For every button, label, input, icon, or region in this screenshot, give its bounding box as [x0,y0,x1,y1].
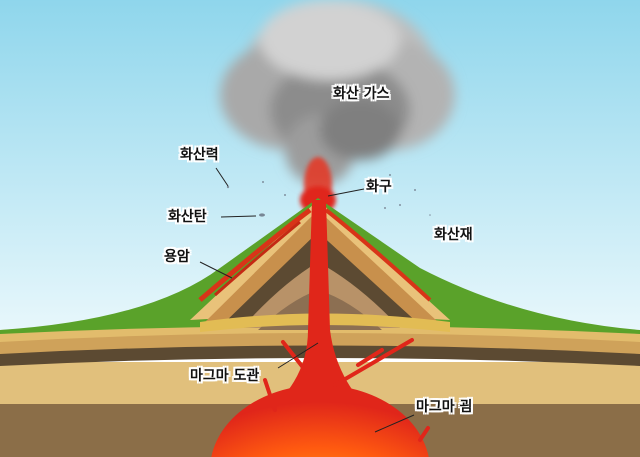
label-volcanic-bomb: 화산탄 [168,209,207,225]
label-lava: 용암 [164,249,190,265]
magma-dikes [263,338,430,442]
magma-conduit [280,200,360,400]
label-volcanic-gas: 화산 가스 [333,86,390,102]
label-magma-conduit: 마그마 도관 [190,368,260,384]
magma-chamber [211,385,429,457]
ash-cloud [220,0,455,185]
label-crater: 화구 [366,179,392,195]
leader-lines [199,167,415,433]
lava-flow-left [198,208,312,302]
label-magma-chamber: 마그마 굄 [416,399,473,415]
lava-flow-right [324,208,432,302]
label-volcanic-ash: 화산재 [434,227,473,243]
ash-particles [226,174,431,217]
label-lapilli: 화산력 [180,147,219,163]
